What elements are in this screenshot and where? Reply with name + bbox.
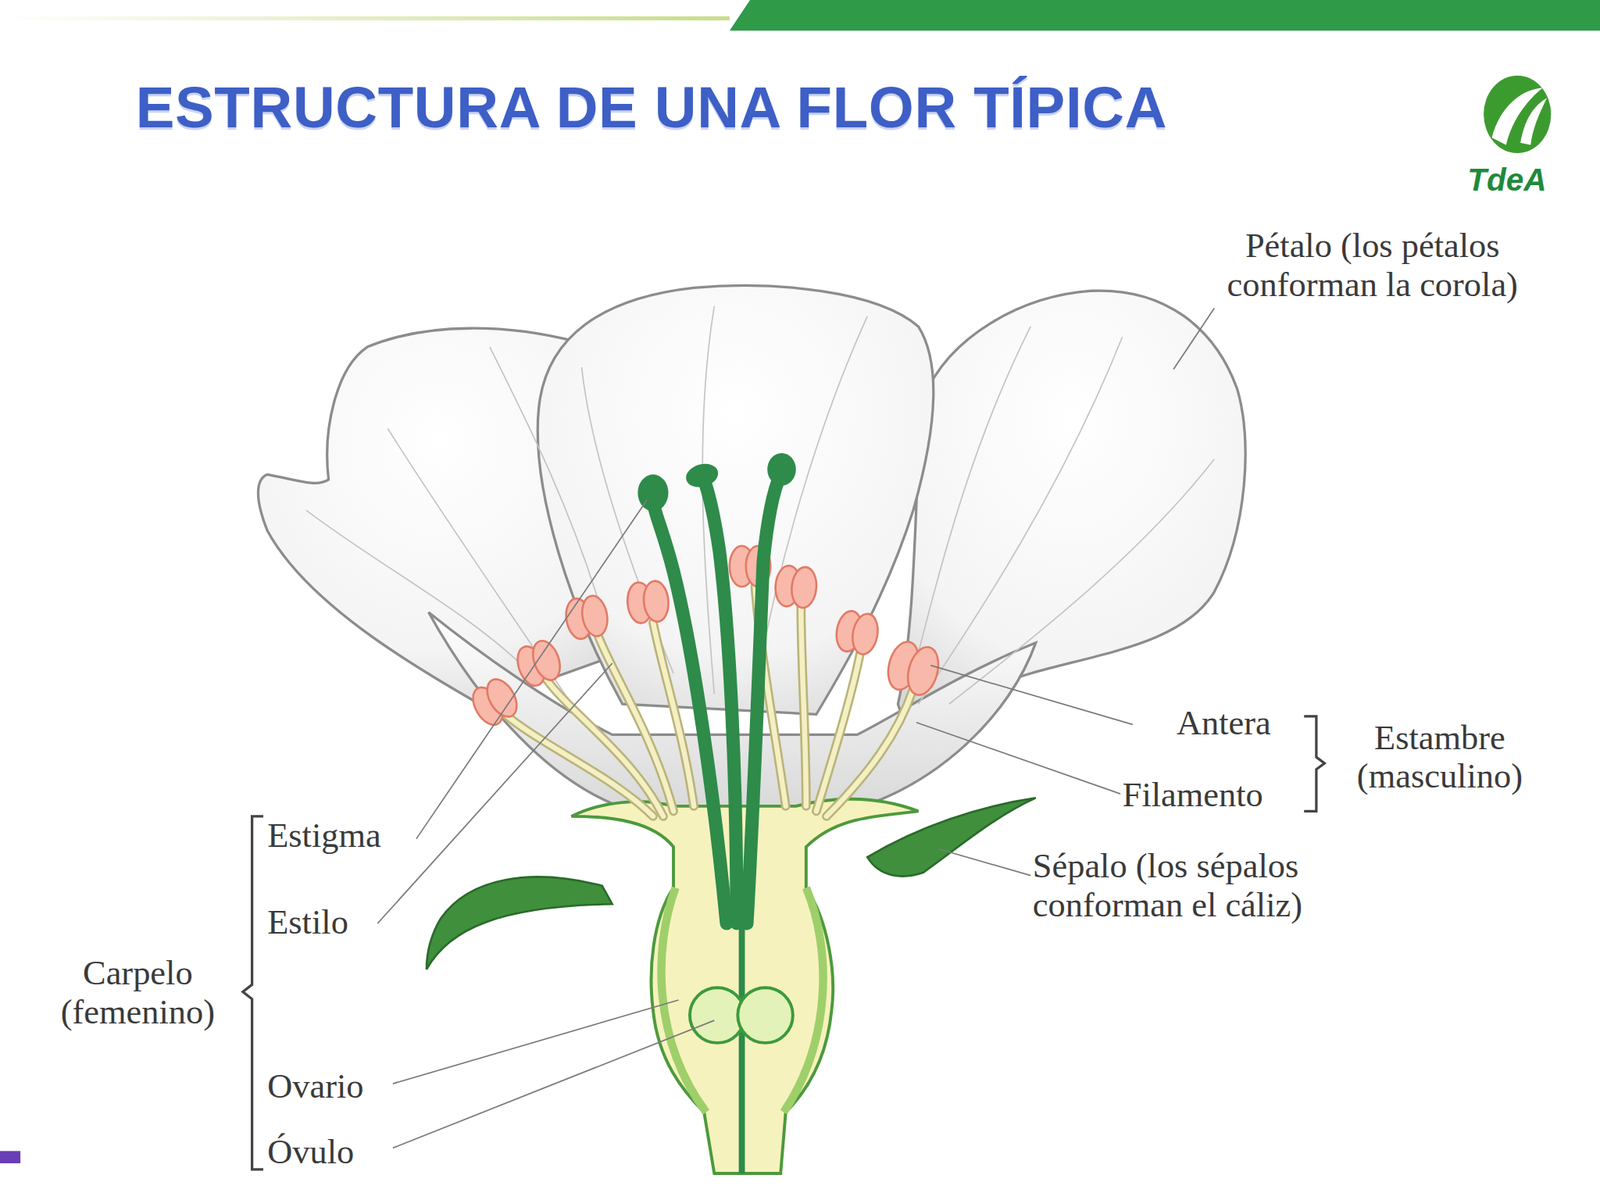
logo-leaf	[1483, 75, 1551, 154]
corner-mark	[0, 1150, 21, 1164]
slide-title: ESTRUCTURA DE UNA FLOR TÍPICA	[135, 73, 1168, 141]
part-label: Pétalo (los pétalos conforman la corola)	[1173, 226, 1572, 304]
leader-lines	[377, 307, 1215, 1148]
carpel-bracket	[242, 816, 264, 1170]
part-label: Óvulo	[267, 1132, 354, 1172]
petal	[537, 285, 934, 715]
logo-text: TdeA	[1467, 163, 1547, 199]
vascular-strand	[739, 918, 746, 1175]
petal	[897, 290, 1246, 720]
sepal	[426, 876, 613, 969]
logo	[1483, 75, 1551, 154]
group-label: Carpelo (femenino)	[28, 953, 248, 1032]
logo-swoosh	[1520, 97, 1547, 145]
part-label: Filamento	[1122, 775, 1264, 815]
stamen-bracket	[1303, 716, 1325, 811]
header-line	[0, 16, 730, 21]
stigmas	[637, 453, 796, 511]
part-label: Estilo	[267, 903, 349, 943]
part-label: Estigma	[267, 816, 382, 856]
part-label: Ovario	[267, 1067, 364, 1107]
part-label: Antera	[1176, 703, 1272, 743]
ovule	[737, 987, 793, 1043]
header-band	[729, 0, 1600, 31]
part-label: Sépalo (los sépalos conforman el cáliz)	[1032, 846, 1411, 925]
styles	[653, 474, 781, 924]
group-label: Estambre (masculino)	[1322, 718, 1558, 797]
